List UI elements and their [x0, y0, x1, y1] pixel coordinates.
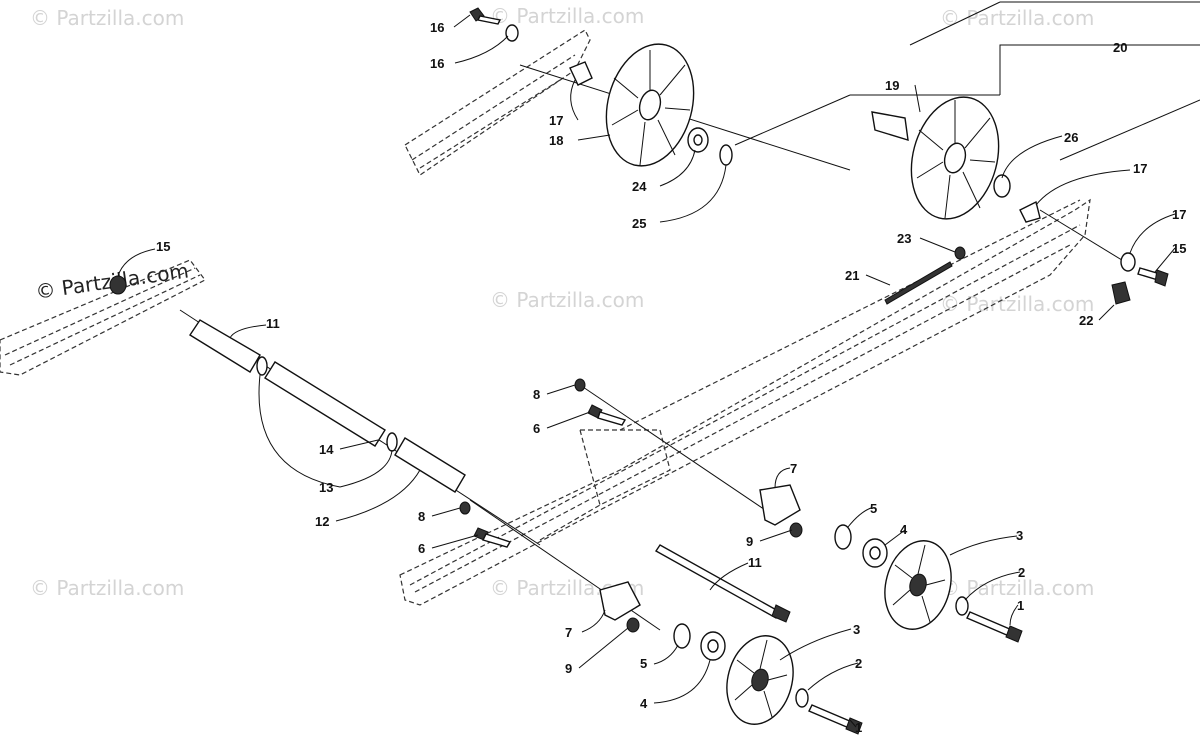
callout-9-lower: 9	[565, 661, 572, 676]
callout-6-lower: 6	[418, 541, 425, 556]
callout-17: 17	[549, 113, 563, 128]
lower-right-idler-wheel	[884, 540, 952, 630]
callout-10: 11	[748, 555, 762, 570]
callout-1-upper: 1	[1017, 598, 1024, 613]
callout-24: 24	[632, 179, 647, 194]
upper-right-idler-wheel	[871, 96, 1000, 220]
upper-left-rail	[404, 29, 591, 176]
axle-bolt-10	[654, 544, 791, 623]
leader-lines	[117, 14, 1176, 728]
callout-25: 25	[632, 216, 646, 231]
fasteners	[109, 7, 1169, 735]
spindle-7-lower	[599, 581, 641, 621]
spindle-7-upper	[759, 484, 801, 526]
callout-20: 20	[1113, 40, 1127, 55]
bearing-4-upper	[862, 538, 888, 568]
bearing-4-lower	[700, 631, 726, 661]
callout-1-lower: 1	[855, 720, 862, 735]
callout-labels: 16 16 17 18 24 25 19 20 26 17 17 15 23 2…	[156, 20, 1186, 735]
callout-2-lower: 2	[855, 656, 862, 671]
upper-left-idler-wheel	[605, 43, 695, 167]
bracket-20	[909, 1, 1200, 161]
callout-8-lower: 8	[418, 509, 425, 524]
callout-9-upper: 9	[746, 534, 753, 549]
callout-21: 21	[845, 268, 859, 283]
callout-5-lower: 5	[640, 656, 647, 671]
callout-7-lower: 7	[565, 625, 572, 640]
snap-rings	[673, 144, 1011, 649]
callout-23: 23	[897, 231, 911, 246]
callout-3-lower: 3	[853, 622, 860, 637]
callout-14: 15	[156, 239, 170, 254]
callout-16-right: 17	[1172, 207, 1186, 222]
callout-18: 18	[549, 133, 563, 148]
callout-15-right: 15	[1172, 241, 1186, 256]
callout-8-upper: 8	[533, 387, 540, 402]
callout-16: 16	[430, 56, 444, 71]
callout-7-upper: 7	[790, 461, 797, 476]
callout-22: 22	[1079, 313, 1093, 328]
callout-19: 19	[885, 78, 899, 93]
spacer-tube-11-right	[394, 437, 466, 493]
callout-4-lower: 4	[640, 696, 648, 711]
callout-6-upper: 6	[533, 421, 540, 436]
callout-26: 26	[1064, 130, 1078, 145]
callout-11-upper: 11	[266, 316, 280, 331]
callout-12: 13	[319, 480, 333, 495]
adjuster-rod-21	[884, 261, 953, 305]
callout-2-upper: 2	[1018, 565, 1025, 580]
spacer-tube-13	[264, 361, 386, 447]
callout-5-upper: 5	[870, 501, 877, 516]
callout-13: 14	[319, 442, 334, 457]
left-rail-section	[0, 259, 206, 376]
callout-4-upper: 4	[900, 522, 908, 537]
spacer-tube-11-left	[189, 319, 261, 373]
callout-15: 16	[430, 20, 444, 35]
callout-17-right: 17	[1133, 161, 1147, 176]
o-rings-12	[256, 356, 398, 452]
bearing-24	[687, 127, 709, 153]
lower-left-idler-wheel	[726, 635, 794, 725]
callout-11-lower: 12	[315, 514, 329, 529]
callout-3-upper: 3	[1016, 528, 1023, 543]
